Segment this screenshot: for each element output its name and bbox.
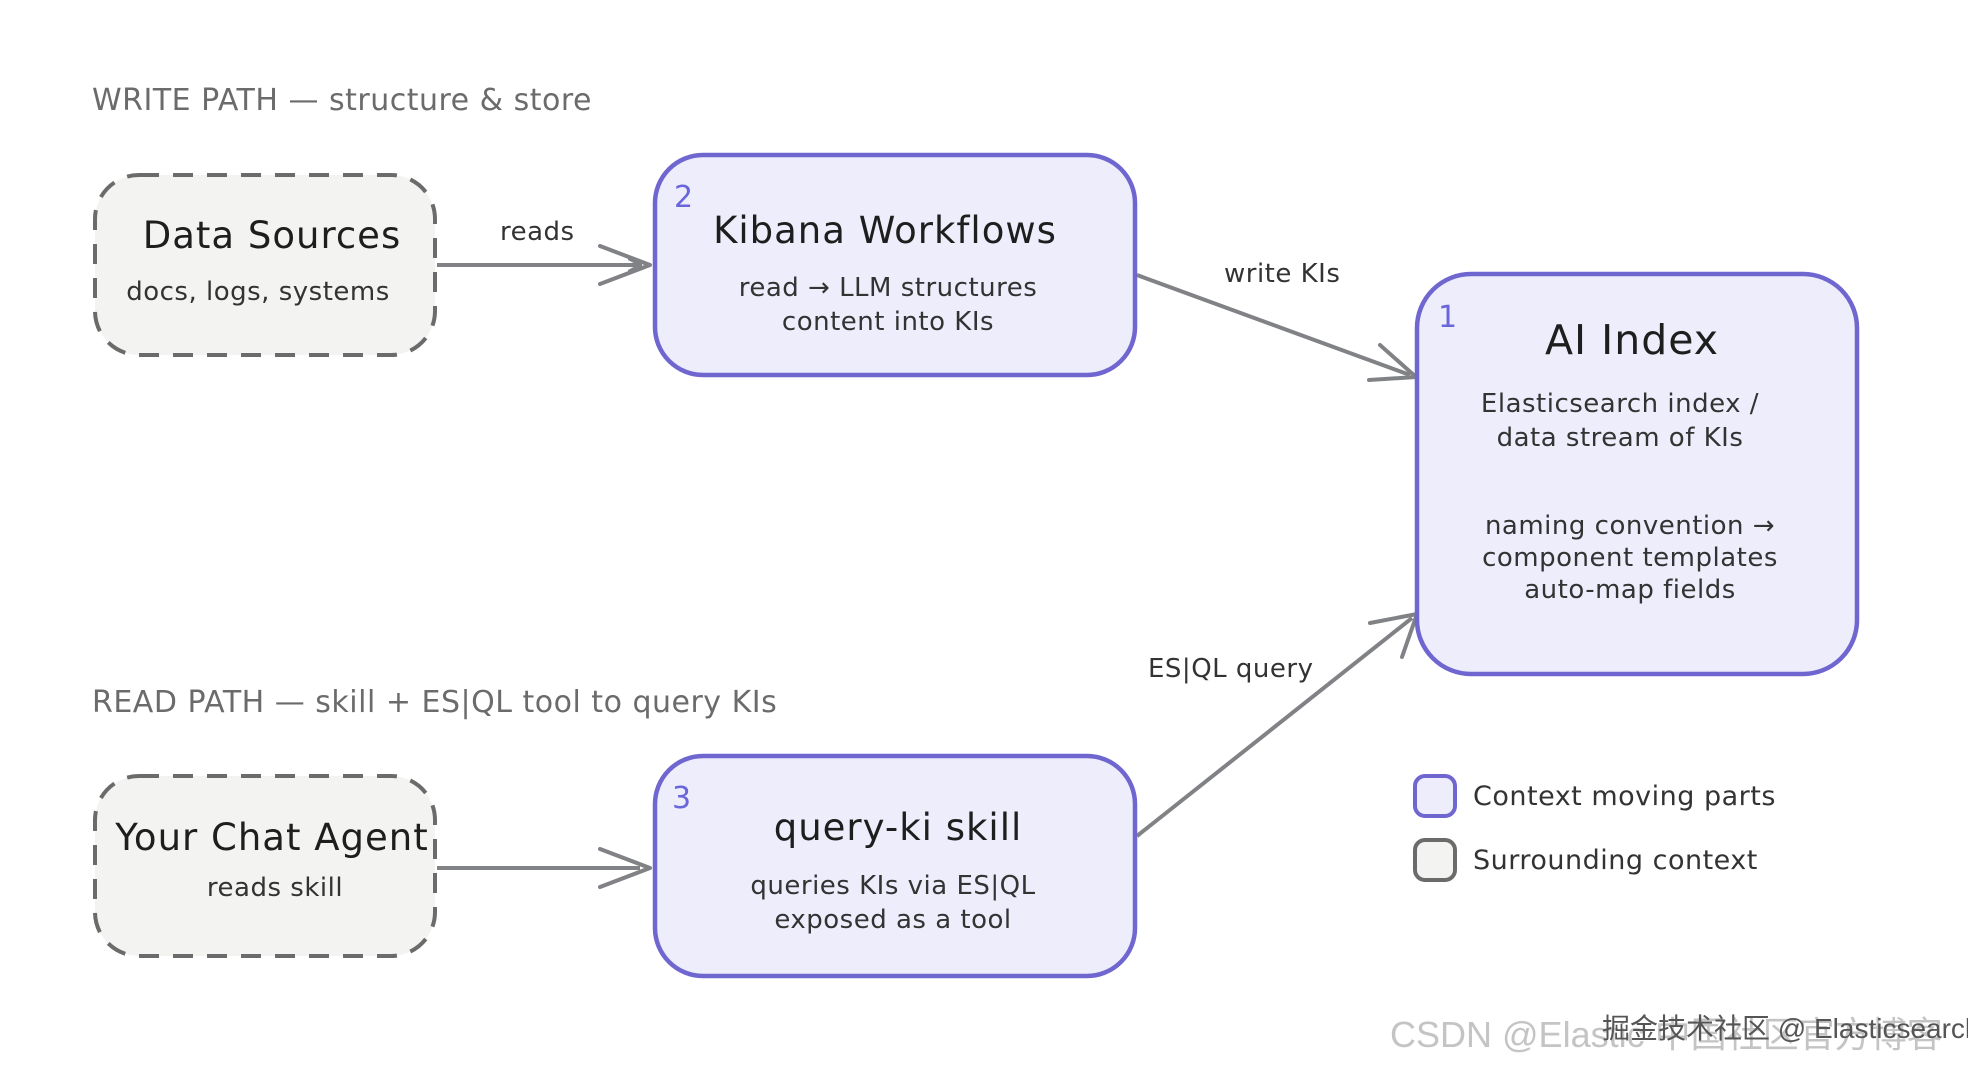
step-number-2: 2 <box>674 180 693 215</box>
legend-swatch-moving <box>1413 774 1457 818</box>
node-ai-index-line-3: naming convention → <box>1485 511 1775 541</box>
edge-esql-query: ES|QL query <box>1135 612 1419 838</box>
step-number-3: 3 <box>672 781 691 816</box>
node-kibana-workflows-line-2: content into KIs <box>782 307 994 337</box>
node-query-ki-skill-line-1: queries KIs via ES|QL <box>750 871 1035 901</box>
node-ai-index-line-2: data stream of KIs <box>1497 423 1744 453</box>
edge-write-kis: write KIs <box>1136 259 1418 382</box>
legend-label-surrounding: Surrounding context <box>1473 845 1758 876</box>
edge-label-reads: reads <box>500 217 575 247</box>
node-chat-agent[interactable]: Your Chat Agent reads skill <box>93 774 437 958</box>
node-chat-agent-line: reads skill <box>207 873 343 903</box>
edge-label-write-kis: write KIs <box>1224 259 1340 289</box>
node-data-sources-line: docs, logs, systems <box>126 277 390 307</box>
watermark-juejin: 掘金技术社区 @ Elasticsearch <box>1602 1013 1968 1044</box>
edge-label-esql-query: ES|QL query <box>1148 654 1313 684</box>
node-data-sources[interactable]: Data Sources docs, logs, systems <box>93 173 437 357</box>
node-kibana-workflows-title: Kibana Workflows <box>713 209 1057 252</box>
node-ai-index-line-1: Elasticsearch index / <box>1481 389 1759 419</box>
legend: Context moving parts Surrounding context <box>1413 774 1776 882</box>
legend-swatch-surrounding <box>1413 838 1457 882</box>
node-kibana-workflows[interactable]: 2 Kibana Workflows read → LLM structures… <box>652 152 1138 378</box>
node-chat-agent-title: Your Chat Agent <box>114 816 429 859</box>
node-kibana-workflows-line-1: read → LLM structures <box>739 273 1038 303</box>
node-data-sources-title: Data Sources <box>143 214 401 257</box>
edge-agent-to-skill <box>437 847 652 889</box>
node-ai-index[interactable]: 1 AI Index Elasticsearch index / data st… <box>1414 271 1860 677</box>
node-ai-index-title: AI Index <box>1545 316 1719 364</box>
read-path-title: READ PATH — skill + ES|QL tool to query … <box>92 685 777 720</box>
node-ai-index-line-4: component templates <box>1482 543 1778 573</box>
edge-reads: reads <box>437 217 652 286</box>
step-number-1: 1 <box>1438 300 1457 335</box>
node-ai-index-line-5: auto-map fields <box>1524 575 1736 605</box>
node-query-ki-skill-line-2: exposed as a tool <box>774 905 1011 935</box>
watermark-csdn: CSDN @Elastic 中国社区官方博客 <box>1390 1014 1943 1055</box>
node-query-ki-skill-title: query-ki skill <box>774 806 1023 849</box>
legend-label-moving: Context moving parts <box>1473 781 1776 812</box>
node-query-ki-skill[interactable]: 3 query-ki skill queries KIs via ES|QL e… <box>652 753 1138 979</box>
write-path-title: WRITE PATH — structure & store <box>92 83 592 118</box>
